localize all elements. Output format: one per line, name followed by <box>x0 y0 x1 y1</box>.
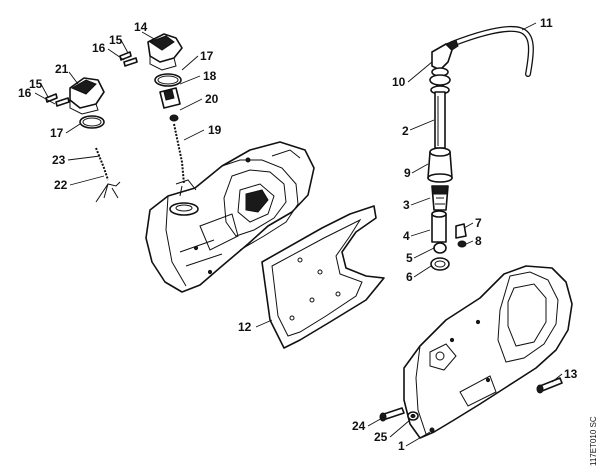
callout-1: 1 <box>398 439 405 453</box>
callout-21: 21 <box>55 62 69 76</box>
hose-11 <box>449 26 534 77</box>
callout-15-upper: 15 <box>109 33 123 47</box>
callout-14: 14 <box>134 20 148 34</box>
screw-24 <box>379 407 405 422</box>
callout-18: 18 <box>203 69 217 83</box>
strainer-9 <box>427 147 453 183</box>
callout-10: 10 <box>392 75 406 89</box>
callout-8: 8 <box>475 234 482 248</box>
suction-hose-2 <box>429 74 451 149</box>
callout-labels: 14 15 16 17 18 20 19 21 15 16 17 23 22 1… <box>18 16 578 453</box>
callout-13: 13 <box>564 367 578 381</box>
clip-22 <box>95 181 121 203</box>
right-housing-1 <box>403 265 573 439</box>
o-ring-8 <box>457 240 467 248</box>
callout-19: 19 <box>208 123 222 137</box>
callout-16-upper: 16 <box>92 41 106 55</box>
pin-16b <box>55 97 70 107</box>
leader-lines <box>34 22 563 447</box>
callout-5: 5 <box>406 251 413 265</box>
strap-23 <box>95 147 109 181</box>
ring-5 <box>433 242 447 254</box>
ring-17b <box>79 115 105 129</box>
callout-20: 20 <box>205 92 219 106</box>
pin-15b <box>45 93 58 103</box>
callout-11: 11 <box>540 16 553 30</box>
left-housing <box>145 141 315 293</box>
fitting-10 <box>431 39 459 77</box>
washer-25 <box>407 411 419 421</box>
cap-14 <box>147 33 183 71</box>
callout-4: 4 <box>403 229 410 243</box>
callout-22: 22 <box>54 178 68 192</box>
callout-16-lower: 16 <box>18 86 32 100</box>
callout-2: 2 <box>402 124 409 138</box>
gasket-12 <box>261 205 385 349</box>
callout-6: 6 <box>406 270 413 284</box>
callout-12: 12 <box>238 320 252 334</box>
chain-19 <box>173 123 197 197</box>
callout-23: 23 <box>52 153 66 167</box>
callout-3: 3 <box>403 198 410 212</box>
sleeve-4 <box>431 210 447 243</box>
callout-7: 7 <box>475 216 482 230</box>
plug-7 <box>455 223 467 239</box>
drawing-code: 117ET010 SC <box>589 416 598 466</box>
pin-16a <box>123 57 138 67</box>
callout-25: 25 <box>374 430 388 444</box>
ring-17a <box>154 73 182 87</box>
callout-17-upper: 17 <box>200 49 214 63</box>
callout-17-lower: 17 <box>50 126 64 140</box>
cap-21 <box>69 77 105 115</box>
seal-6 <box>430 257 450 271</box>
nipple-18 <box>159 87 181 109</box>
pin-15a <box>119 51 132 61</box>
callout-15-lower: 15 <box>29 77 43 91</box>
washer-20 <box>169 114 179 122</box>
callout-24: 24 <box>352 419 366 433</box>
callout-9: 9 <box>404 166 411 180</box>
screw-13 <box>536 377 563 394</box>
filter-3 <box>431 185 449 211</box>
